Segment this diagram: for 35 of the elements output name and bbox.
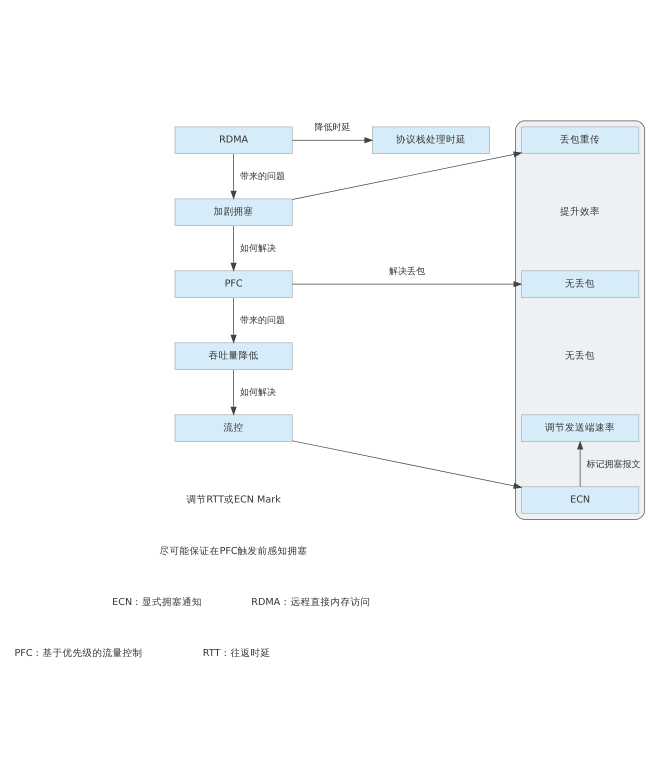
arrow — [292, 137, 374, 144]
label: 调节RTT或ECN Mark — [186, 494, 281, 506]
arrow — [230, 225, 237, 272]
edge-label: 如何解决 — [240, 388, 276, 398]
edge-label: 解决丢包 — [389, 266, 426, 277]
label: ECN：显式拥塞通知 — [112, 597, 202, 608]
node-box: 丢包重传 — [521, 126, 640, 154]
node-box: RDMA — [174, 126, 293, 154]
label: 提升效率 — [560, 206, 600, 218]
label: PFC：基于优先级的流量控制 — [14, 648, 143, 660]
edge-label: 带来的问题 — [240, 172, 285, 182]
arrow — [230, 369, 237, 416]
label: RTT：往返时延 — [202, 648, 270, 660]
arrow — [292, 281, 522, 288]
arrow — [292, 440, 522, 489]
label: RDMA：远程直接内存访问 — [251, 597, 370, 608]
node-box: ECN — [521, 486, 640, 514]
node-box: 无丢包 — [521, 270, 640, 298]
arrow — [230, 297, 237, 344]
edge-label: 降低时延 — [314, 122, 350, 133]
label: 无丢包 — [565, 350, 596, 362]
arrow — [292, 151, 522, 200]
edge-label: 如何解决 — [240, 244, 276, 254]
node-box: 加剧拥塞 — [174, 198, 293, 226]
label: 尽可能保证在PFC触发前感知拥塞 — [160, 546, 308, 557]
node-box: 调节发送端速率 — [521, 414, 640, 442]
node-box: 流控 — [174, 414, 293, 442]
edge-label: 标记拥塞报文 — [586, 460, 640, 470]
node-box: 吞吐量降低 — [174, 342, 293, 370]
arrow — [577, 440, 584, 487]
node-box: 协议栈处理时延 — [372, 126, 490, 154]
cluster — [515, 120, 646, 520]
arrow — [230, 154, 237, 200]
node-box: PFC — [174, 270, 293, 298]
edge-label: 带来的问题 — [240, 316, 285, 326]
